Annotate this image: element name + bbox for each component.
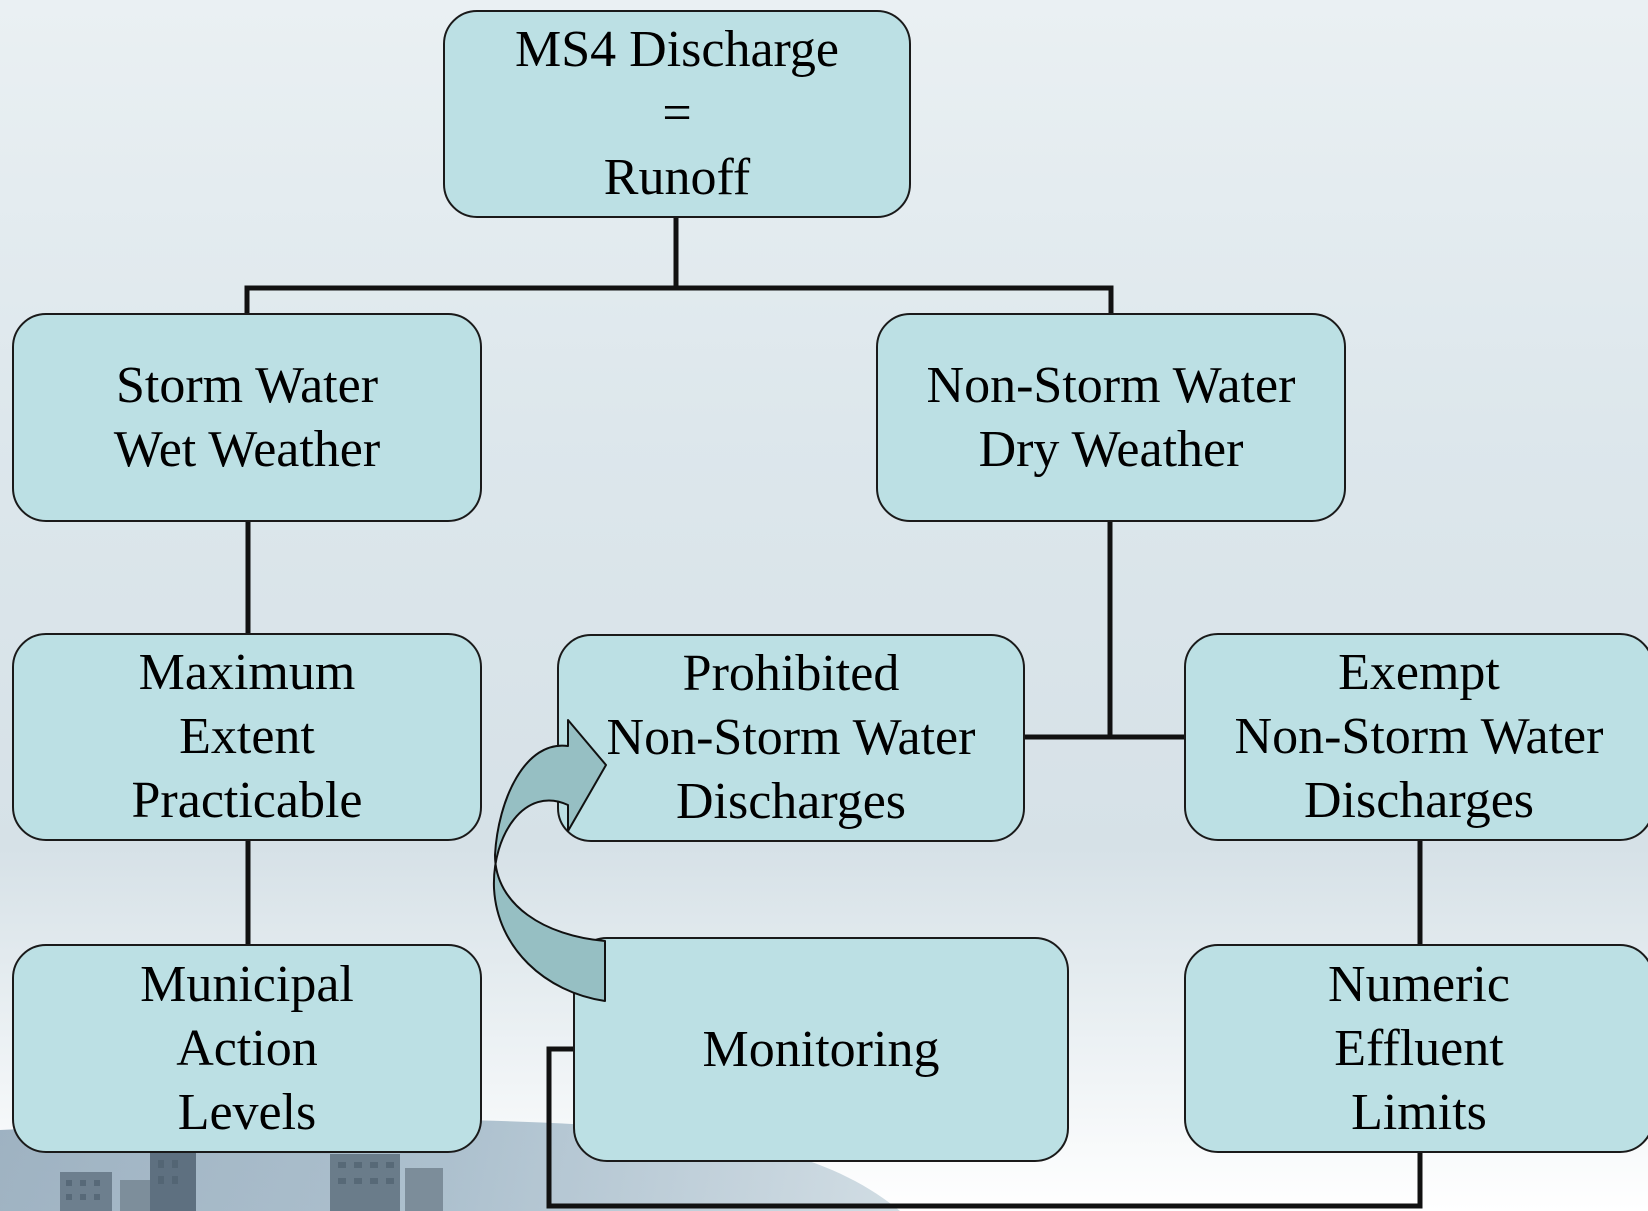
node-line: Runoff <box>603 149 751 206</box>
root-to-branches-connector <box>244 213 1114 317</box>
node-prohibited-discharges: Prohibited Non-Storm Water Discharges <box>557 634 1025 842</box>
node-line: Non-Storm Water <box>606 709 976 766</box>
node-line: Storm Water <box>115 356 379 414</box>
node-line: Municipal <box>140 955 354 1013</box>
node-municipal-action-levels: Municipal Action Levels <box>12 944 482 1153</box>
node-line: Monitoring <box>702 1020 940 1078</box>
node-line: Prohibited <box>682 645 900 702</box>
node-numeric-effluent-limits: Numeric Effluent Limits <box>1184 944 1648 1153</box>
node-line: Limits <box>1351 1083 1487 1141</box>
monitoring-to-nel-connector <box>546 1046 1423 1209</box>
node-line: Action <box>176 1019 318 1077</box>
node-line: Non-Storm Water <box>926 356 1296 414</box>
node-line: Wet Weather <box>113 420 381 478</box>
node-line: MS4 Discharge <box>514 21 839 78</box>
node-line: Non-Storm Water <box>1234 708 1604 765</box>
node-storm-water-wet-weather: Storm Water Wet Weather <box>12 313 482 522</box>
node-line: Extent <box>179 708 315 765</box>
node-line: Discharges <box>1303 772 1535 829</box>
node-line: Effluent <box>1334 1019 1504 1077</box>
node-maximum-extent-practicable: Maximum Extent Practicable <box>12 633 482 841</box>
node-line: Practicable <box>131 772 363 829</box>
node-line: Maximum <box>138 644 356 701</box>
node-line: Numeric <box>1328 955 1510 1013</box>
node-line: Exempt <box>1338 644 1500 701</box>
node-non-storm-water-dry-weather: Non-Storm Water Dry Weather <box>876 313 1346 522</box>
node-line: = <box>662 85 692 142</box>
node-ms4-discharge: MS4 Discharge = Runoff <box>443 10 911 218</box>
node-monitoring: Monitoring <box>573 937 1069 1162</box>
node-line: Levels <box>177 1083 317 1141</box>
node-exempt-discharges: Exempt Non-Storm Water Discharges <box>1184 633 1648 841</box>
non-storm-water-branch-connector <box>1022 518 1186 740</box>
node-line: Dry Weather <box>978 420 1244 478</box>
node-line: Discharges <box>675 773 907 830</box>
